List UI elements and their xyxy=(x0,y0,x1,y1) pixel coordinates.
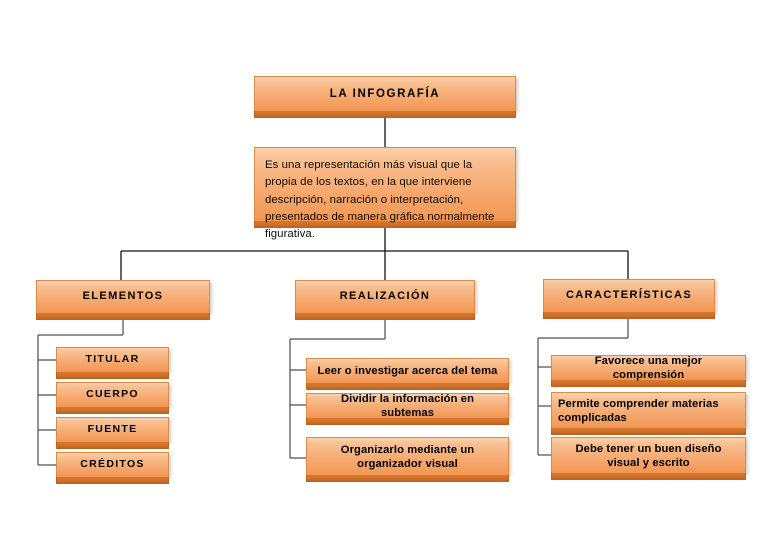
node-item-leer-investigar-label: Leer o investigar acerca del tema xyxy=(317,365,498,377)
node-item-favorece-comprension[interactable]: Favorece una mejor comprensión xyxy=(551,355,746,387)
node-item-dividir-informacion[interactable]: Dividir la información en subtemas xyxy=(306,393,509,425)
node-branch-elementos-label: ELEMENTOS xyxy=(82,290,164,303)
node-branch-caracteristicas[interactable]: CARACTERÍSTICAS xyxy=(543,279,715,319)
node-item-titular[interactable]: TITULAR xyxy=(56,347,169,379)
node-item-leer-investigar[interactable]: Leer o investigar acerca del tema xyxy=(306,358,509,390)
node-branch-realizacion[interactable]: REALIZACIÓN xyxy=(295,280,475,320)
node-description-text: Es una representación más visual que la … xyxy=(265,159,495,241)
node-item-creditos[interactable]: CRÉDITOS xyxy=(56,452,169,484)
node-branch-elementos[interactable]: ELEMENTOS xyxy=(36,280,210,320)
node-item-dividir-informacion-label: Dividir la información en subtemas xyxy=(340,393,475,419)
node-item-diseno-visual-escrito-label: Debe tener un buen diseño visual y escri… xyxy=(575,442,722,469)
node-item-organizador-visual-label: Organizarlo mediante un organizador visu… xyxy=(340,443,475,470)
node-item-fuente-label: FUENTE xyxy=(87,423,138,436)
node-root-la-infografia[interactable]: LA INFOGRAFÍA xyxy=(254,76,516,118)
node-description[interactable]: Es una representación más visual que la … xyxy=(254,147,516,240)
node-item-diseno-visual-escrito[interactable]: Debe tener un buen diseño visual y escri… xyxy=(551,437,746,480)
node-branch-caracteristicas-label: CARACTERÍSTICAS xyxy=(565,289,693,302)
node-item-favorece-comprension-label: Favorece una mejor comprensión xyxy=(594,355,703,381)
node-item-creditos-label: CRÉDITOS xyxy=(80,458,145,471)
node-root-label: LA INFOGRAFÍA xyxy=(329,87,441,100)
node-item-fuente[interactable]: FUENTE xyxy=(56,417,169,449)
node-item-cuerpo-label: CUERPO xyxy=(86,388,139,401)
node-branch-realizacion-label: REALIZACIÓN xyxy=(339,290,431,303)
node-item-titular-label: TITULAR xyxy=(85,353,140,366)
node-item-organizador-visual[interactable]: Organizarlo mediante un organizador visu… xyxy=(306,437,509,482)
node-item-cuerpo[interactable]: CUERPO xyxy=(56,382,169,414)
node-item-materias-complicadas[interactable]: Permite comprender materias complicadas xyxy=(551,392,746,435)
node-item-materias-complicadas-label: Permite comprender materias complicadas xyxy=(558,397,719,424)
